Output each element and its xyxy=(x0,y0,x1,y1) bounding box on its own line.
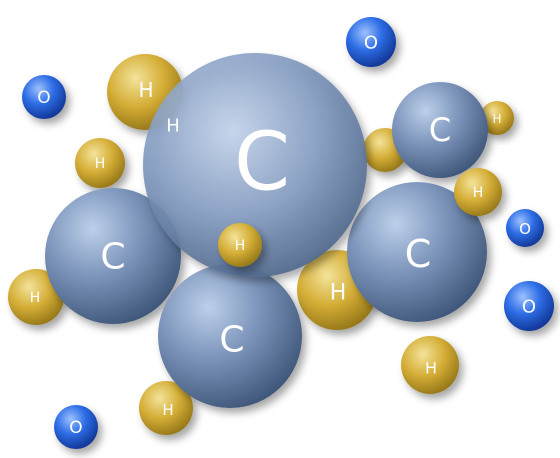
atom-label: C xyxy=(100,237,125,278)
atom-label: O xyxy=(37,88,50,108)
atom-label: H xyxy=(166,116,180,137)
atom-label: O xyxy=(522,297,536,318)
atom-label: H xyxy=(30,290,41,306)
atom-label: H xyxy=(235,238,246,254)
carbon-atom-large-center: C xyxy=(143,53,367,277)
atom-label: H xyxy=(473,185,484,201)
atom-label: H xyxy=(95,156,106,172)
carbon-atom-left: C xyxy=(45,188,181,324)
carbon-atom-right: C xyxy=(347,182,487,322)
atom-label: H xyxy=(492,112,501,126)
hydrogen-atom-left-upper: H xyxy=(75,138,125,188)
atom-label: C xyxy=(234,116,290,209)
atom-label: H xyxy=(138,78,153,102)
oxygen-atom-1: O xyxy=(22,75,66,119)
atom-label: C xyxy=(219,320,244,361)
hydrogen-atom-left-lower: H xyxy=(8,269,64,325)
oxygen-atom-3: O xyxy=(506,209,544,247)
hydrogen-atom-far-right: H xyxy=(480,101,514,135)
oxygen-atom-4: O xyxy=(504,281,554,331)
atom-label: O xyxy=(519,220,531,238)
hydrogen-atom-right-upper: H xyxy=(454,168,502,216)
atom-label: H xyxy=(425,359,437,378)
atom-label: H xyxy=(162,401,173,419)
atom-label: C xyxy=(429,111,451,149)
carbon-atom-small-right: C xyxy=(392,82,488,178)
hydrogen-atom-overlap-top: H xyxy=(166,116,180,137)
oxygen-atom-5: O xyxy=(54,405,98,449)
atom-label: O xyxy=(364,33,378,54)
hydrogen-atom-center: H xyxy=(218,223,262,267)
oxygen-atom-2: O xyxy=(346,17,396,67)
atom-label: O xyxy=(69,418,82,438)
hydrogen-atom-bottom-right: H xyxy=(401,336,459,394)
carbon-atom-bottom: C xyxy=(158,264,302,408)
atom-label: C xyxy=(405,232,432,276)
atom-label: H xyxy=(330,281,347,306)
hydrogen-atom-bottom-left: H xyxy=(139,381,193,435)
